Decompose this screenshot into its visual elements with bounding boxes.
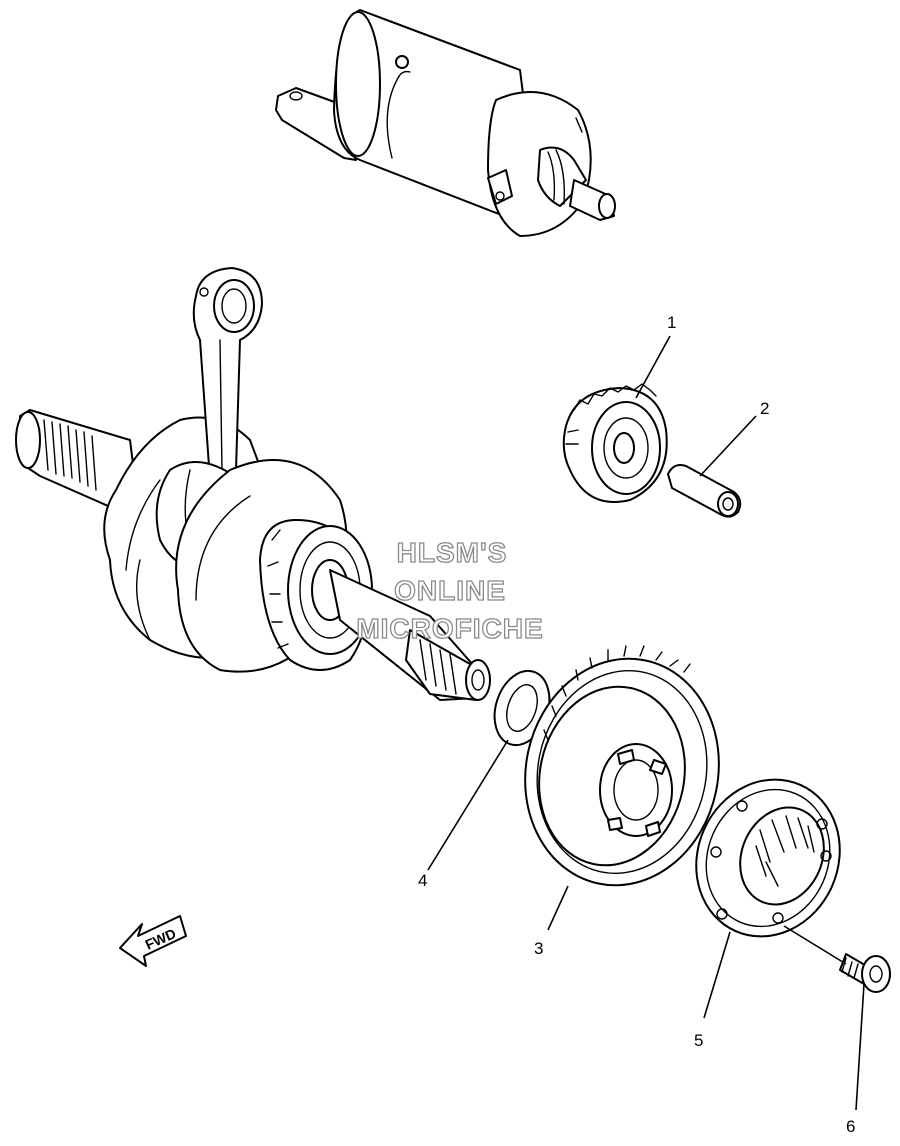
part-1-idle-gear [562,383,668,503]
fwd-arrow-icon: FWD [119,915,187,967]
callout-5: 5 [694,1031,703,1050]
watermark-line-1: HLSM'S [397,537,508,568]
part-3-wheel-gear [524,645,720,887]
starter-motor [275,9,616,237]
leader-lines [427,335,865,1111]
part-6-bolt [839,953,891,993]
part-5-starter-clutch [695,778,841,938]
crankshaft-assembly [15,267,491,701]
callout-6: 6 [846,1117,855,1136]
callout-2: 2 [760,399,769,418]
watermark-line-3: MICROFICHE [356,613,543,644]
watermark-line-2: ONLINE [394,575,506,606]
callout-1: 1 [667,313,676,332]
watermark: HLSM'S ONLINE MICROFICHE [356,536,544,644]
callout-3: 3 [534,939,543,958]
callout-4: 4 [418,871,427,890]
part-2-shaft [667,464,742,518]
